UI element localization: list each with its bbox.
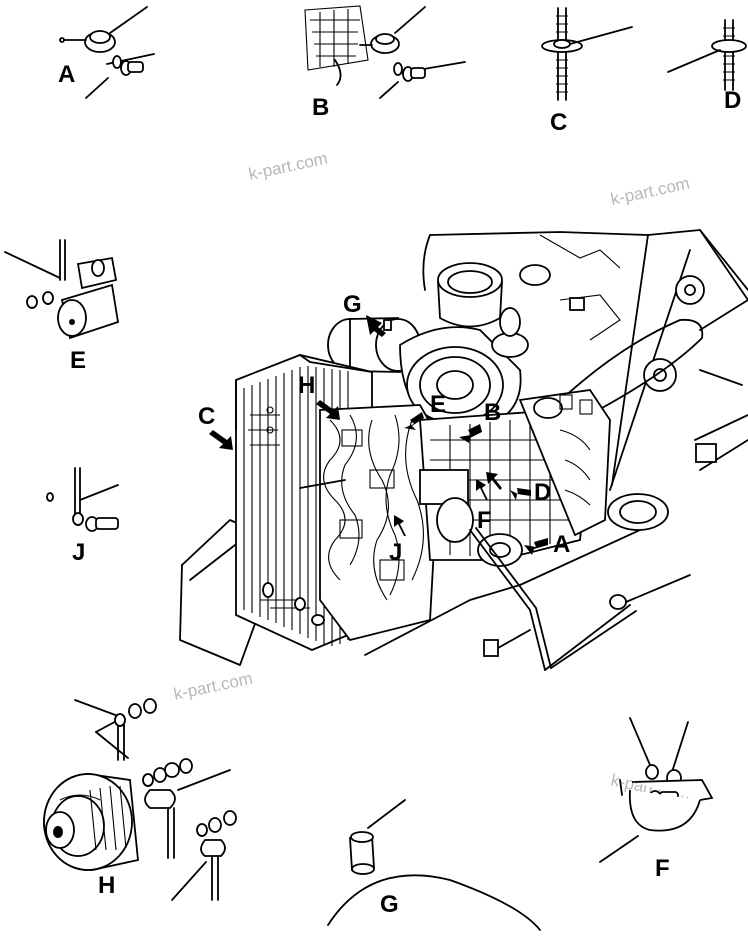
callout-c: C	[198, 403, 215, 430]
detail-b: B	[304, 5, 466, 121]
watermark-2: k-part.com	[609, 174, 691, 209]
detail-c: C	[541, 7, 633, 136]
callout-h: H	[298, 372, 315, 399]
detail-j: J	[46, 467, 119, 566]
detail-label-d: D	[724, 87, 741, 114]
detail-d: D	[667, 19, 747, 114]
detail-label-g: G	[380, 891, 399, 918]
callout-e: E	[430, 391, 446, 418]
detail-label-b: B	[312, 94, 329, 121]
engine-assembly	[179, 229, 748, 671]
detail-label-e: E	[70, 347, 86, 374]
detail-label-a: A	[58, 61, 75, 88]
callout-f: F	[477, 507, 492, 534]
detail-label-f: F	[655, 855, 670, 882]
callout-d: D	[534, 479, 551, 506]
callout-b: B	[484, 399, 501, 426]
detail-e: E	[4, 239, 120, 374]
callout-a: A	[553, 531, 570, 558]
detail-h: H	[43, 698, 237, 901]
callout-j: J	[389, 539, 402, 566]
detail-g: G	[327, 799, 541, 931]
detail-a: A	[58, 6, 155, 99]
watermark-1: k-part.com	[247, 149, 329, 184]
watermark-3: k-part.com	[172, 669, 254, 704]
detail-f: F	[599, 717, 714, 882]
callouts: G H C E B D F J A	[198, 291, 570, 566]
detail-label-c: C	[550, 109, 567, 136]
detail-label-j: J	[72, 539, 85, 566]
detail-label-h: H	[98, 872, 115, 899]
callout-g: G	[343, 291, 362, 318]
